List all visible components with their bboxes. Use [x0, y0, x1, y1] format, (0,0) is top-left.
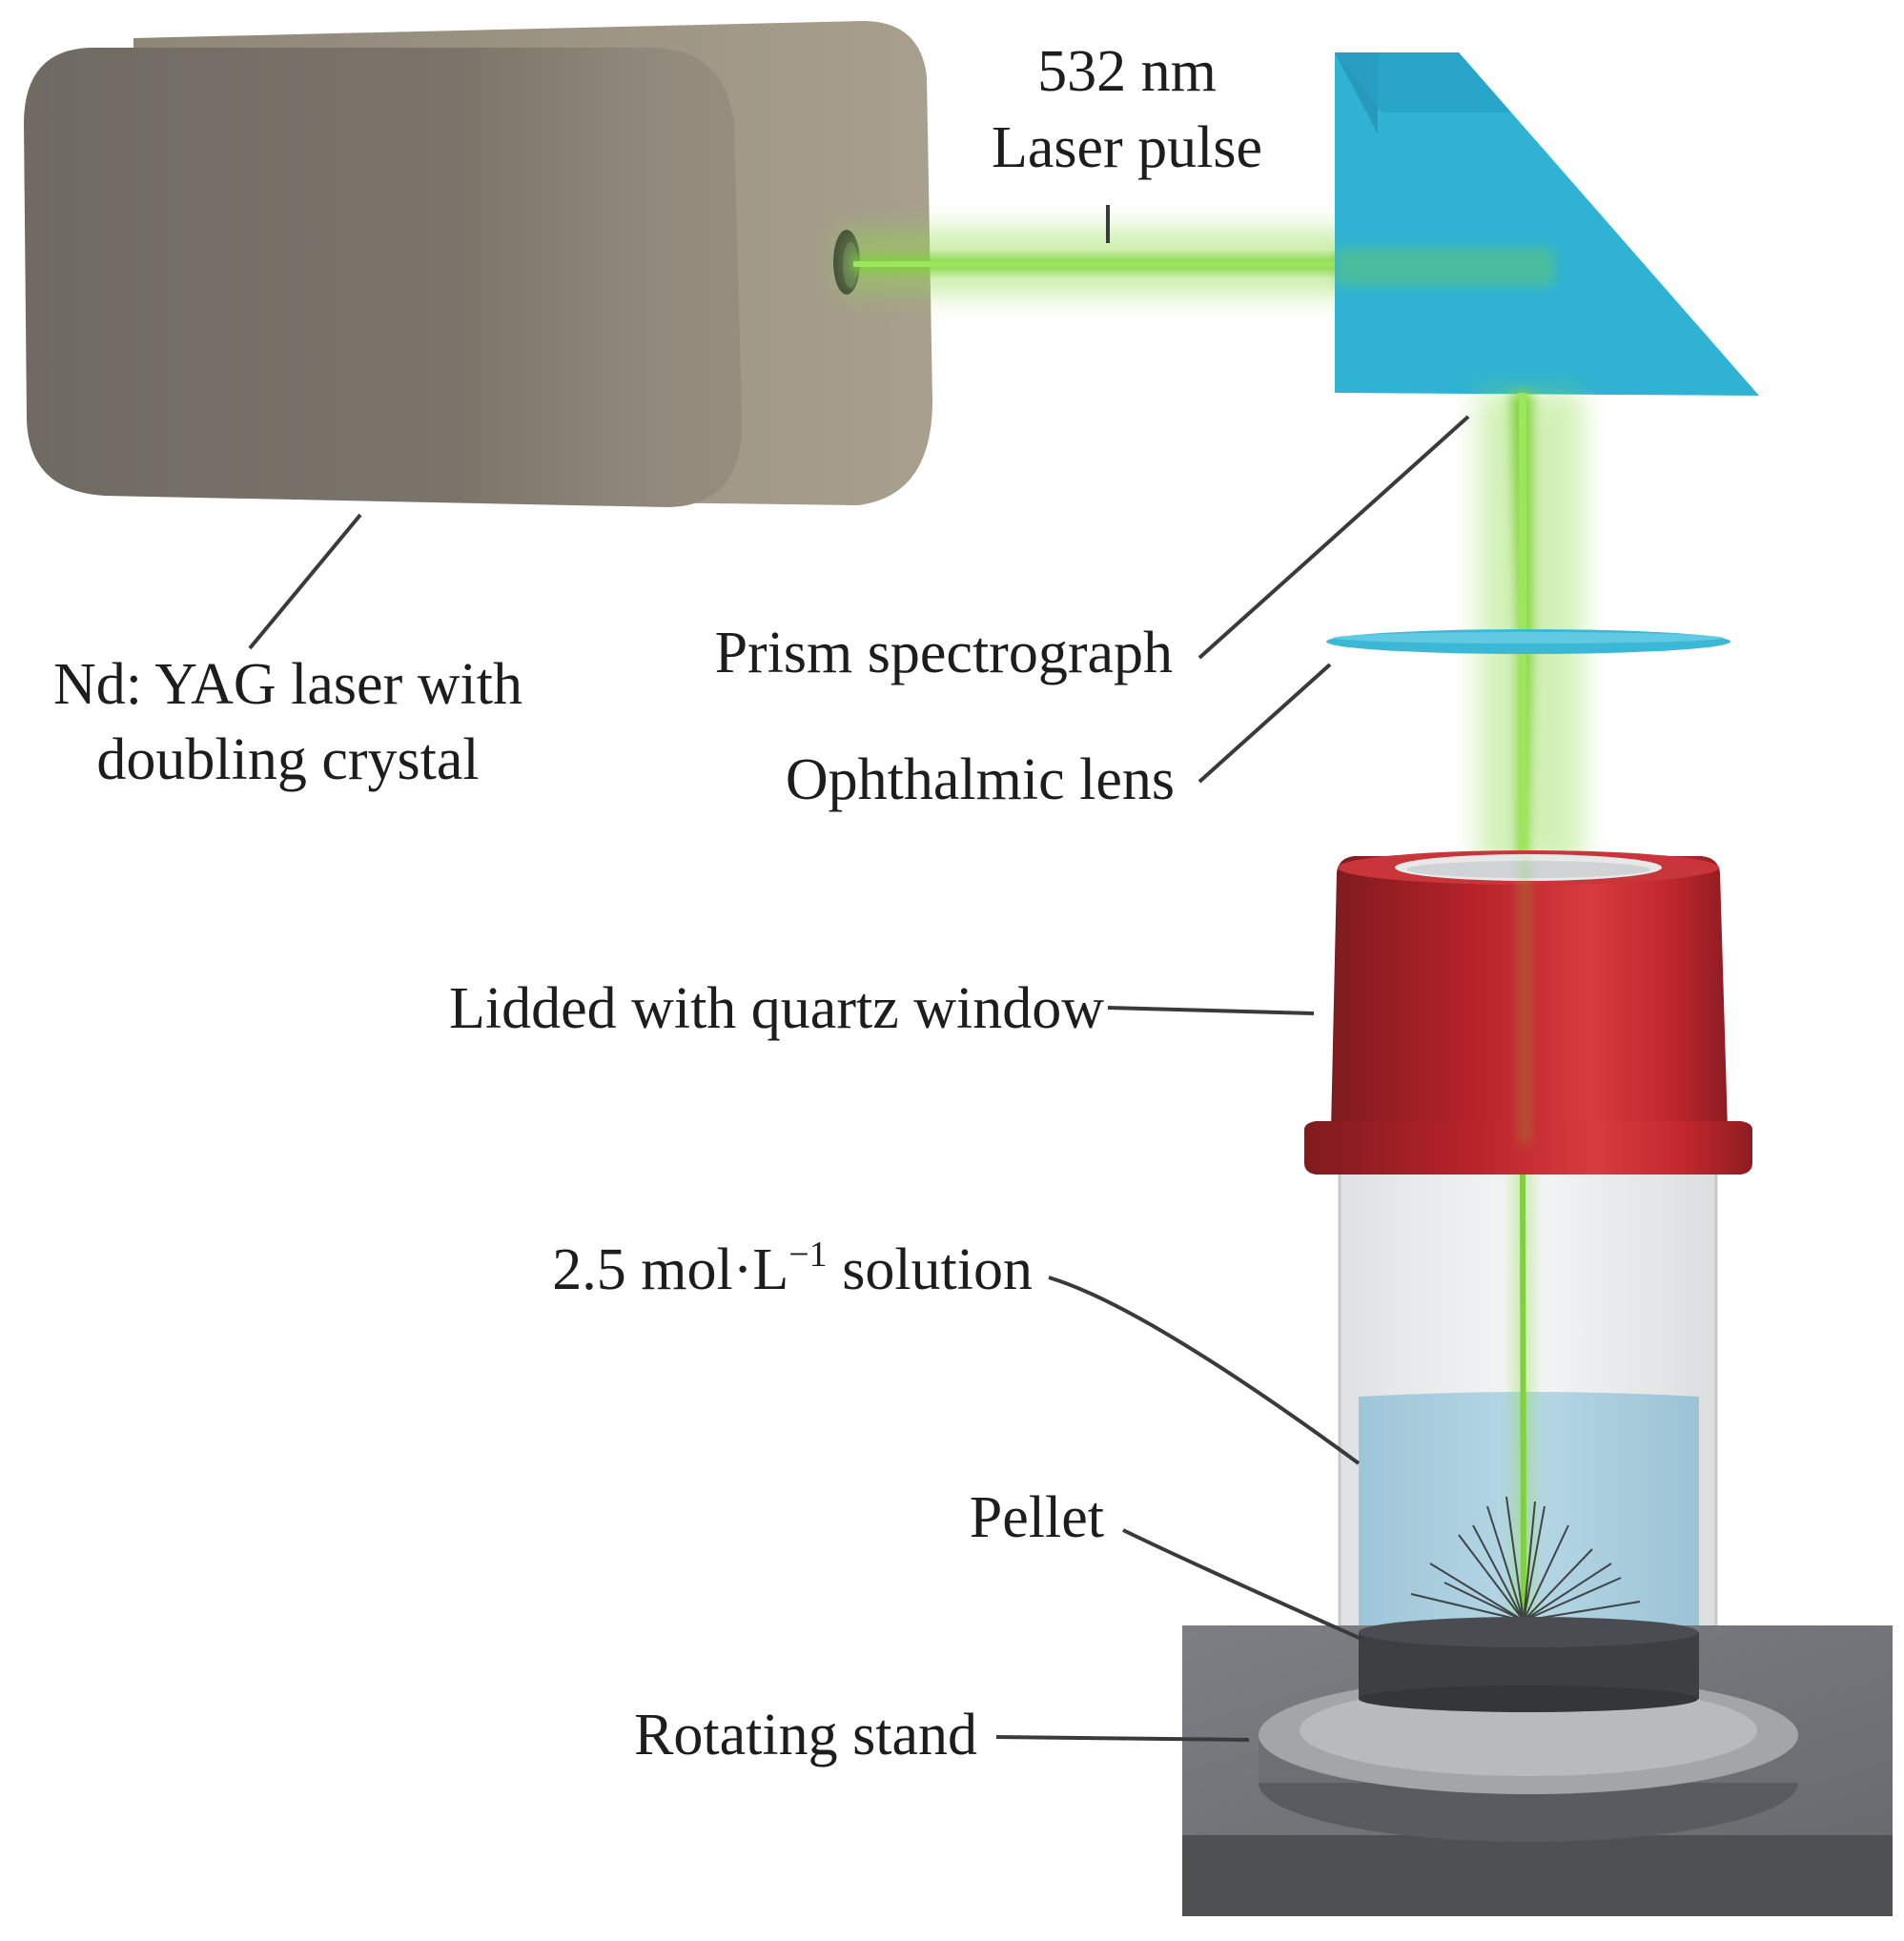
leader-pellet — [1122, 1528, 1364, 1642]
laser-pulse-label: Laser pulse — [992, 115, 1262, 180]
leader-stand — [995, 1735, 1250, 1742]
solution-label-tail: solution — [828, 1237, 1033, 1302]
pellet — [1359, 1617, 1699, 1712]
pellet-label: Pellet — [970, 1485, 1104, 1550]
laser-label-line2: doubling crystal — [96, 727, 479, 792]
prism — [1335, 52, 1759, 396]
leader-prism — [1198, 415, 1470, 660]
prism-label: Prism spectrograph — [715, 621, 1173, 685]
stand-label: Rotating stand — [634, 1703, 977, 1767]
lens-label: Ophthalmic lens — [786, 747, 1175, 812]
laser-label-line1: Nd: YAG laser with — [53, 652, 522, 717]
leader-laser — [248, 513, 362, 650]
leader-lid — [1107, 1006, 1315, 1015]
leader-lens — [1198, 663, 1332, 784]
lid-label: Lidded with quartz window — [449, 976, 1104, 1041]
solution-label-exponent: −1 — [788, 1235, 827, 1275]
nd-yag-laser — [24, 21, 932, 507]
ablation-plume — [1410, 1496, 1641, 1622]
solution-label: 2.5 mol·L−1 solution — [552, 1235, 1033, 1302]
solution-label-main: 2.5 mol·L — [552, 1237, 788, 1302]
ophthalmic-lens — [1326, 629, 1730, 654]
leader-solution — [1048, 1276, 1361, 1465]
quartz-window-lid — [1304, 850, 1752, 1175]
wavelength-label: 532 nm — [1037, 39, 1217, 104]
laser-beam-vertical — [1478, 391, 1583, 868]
